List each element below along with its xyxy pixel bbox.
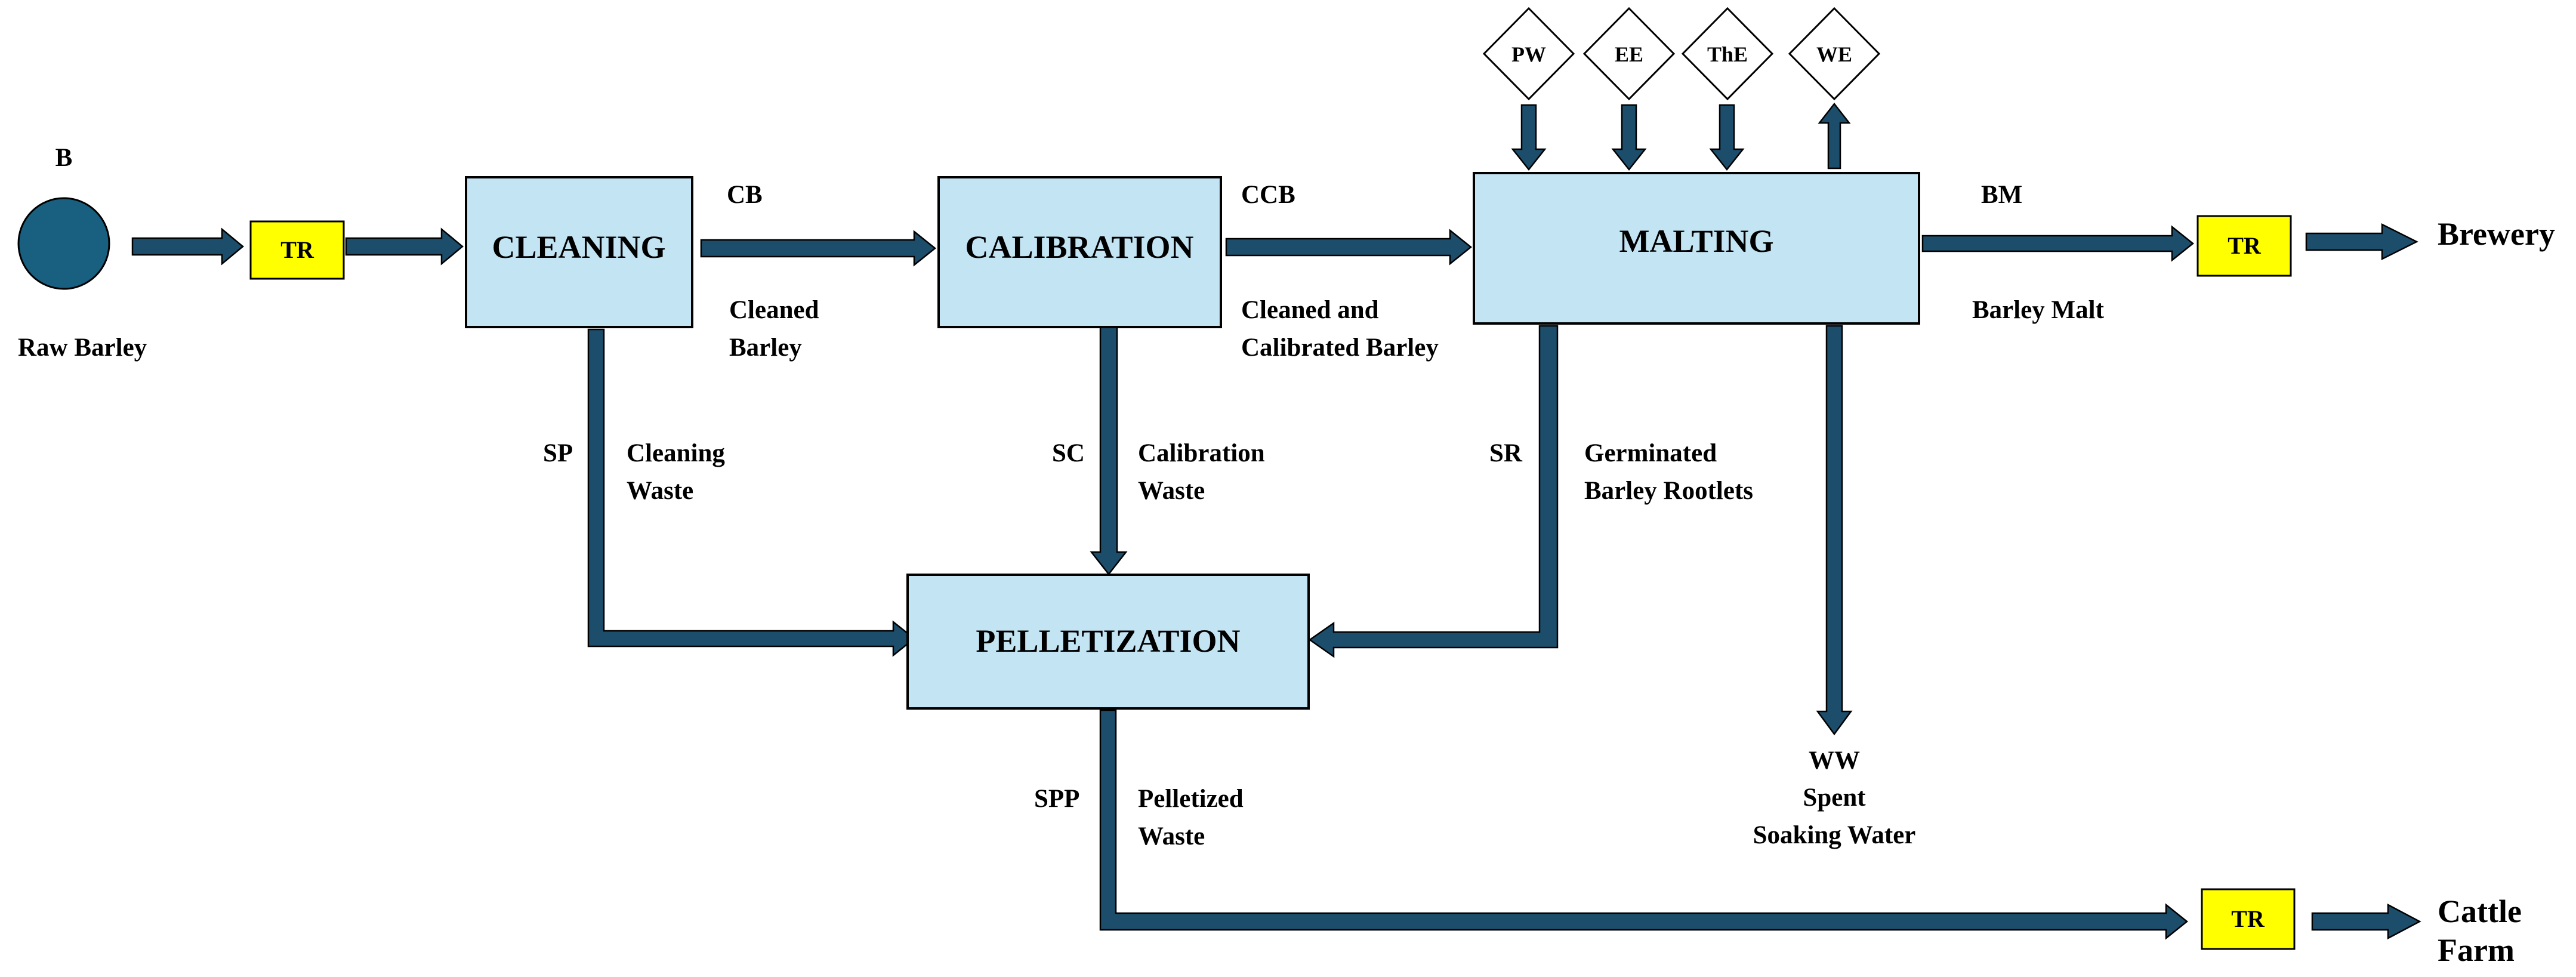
arrow-the-input	[1709, 104, 1745, 171]
destination-brewery: Brewery	[2438, 216, 2555, 252]
stream-sp-line2: Waste	[627, 477, 693, 505]
arrow-spent-water	[1816, 325, 1853, 736]
transport-box-1	[249, 220, 345, 280]
process-calibration-label: CALIBRATION	[965, 229, 1193, 265]
energy-diamond-the	[1681, 7, 1774, 101]
energy-label-pw: PW	[1511, 42, 1546, 66]
arrow-pelletized-waste	[1099, 709, 2189, 940]
energy-label-the: ThE	[1707, 42, 1748, 66]
destination-cattle-farm-line2: Farm	[2438, 932, 2515, 968]
arrow-we-output	[1818, 102, 1851, 169]
stream-spp-line1: Pelletized	[1138, 785, 1244, 813]
energy-diamond-ee	[1582, 7, 1676, 101]
stream-spp-code: SPP	[1034, 785, 1079, 813]
arrow-rootlets	[1308, 325, 1559, 658]
stream-ccb-line1: Cleaned and	[1241, 296, 1379, 324]
energy-label-we: WE	[1816, 42, 1852, 66]
energy-label-ee: EE	[1615, 42, 1643, 66]
stream-sp-code: SP	[543, 439, 573, 467]
stream-sr-line2: Barley Rootlets	[1584, 477, 1753, 505]
stream-sp-line1: Cleaning	[627, 439, 725, 467]
transport-label-3: TR	[2231, 905, 2265, 932]
arrow-calibration-waste	[1090, 326, 1128, 576]
stream-sr-line1: Germinated	[1584, 439, 1717, 467]
arrow-cleaning-waste	[587, 328, 916, 657]
stream-sr-code: SR	[1489, 439, 1523, 467]
stream-ww-code: WW	[1809, 747, 1860, 775]
energy-diamond-pw	[1482, 7, 1575, 101]
stream-ww-line2: Soaking Water	[1753, 821, 1916, 849]
arrow-cleaning-to-calibration	[700, 230, 937, 267]
stream-cb-code: CB	[727, 181, 763, 209]
arrow-source-to-transport	[131, 227, 244, 266]
process-malting-label: MALTING	[1619, 223, 1773, 259]
process-calibration	[937, 176, 1222, 328]
process-malting	[1473, 172, 1920, 325]
transport-box-3	[2201, 888, 2296, 950]
process-pelletization	[906, 574, 1310, 710]
arrow-pw-input	[1511, 104, 1547, 171]
transport-label-1: TR	[280, 236, 314, 263]
process-pelletization-label: PELLETIZATION	[976, 623, 1240, 659]
arrow-malting-to-transport	[1921, 225, 2195, 262]
stream-spp-line2: Waste	[1138, 822, 1205, 850]
energy-diamond-we	[1788, 7, 1881, 101]
stream-cb-line2: Barley	[729, 334, 802, 362]
stream-bm-line1: Barley Malt	[1972, 296, 2105, 324]
source-label: Raw Barley	[18, 334, 147, 362]
transport-box-2	[2196, 215, 2292, 277]
arrow-calibration-to-malting	[1225, 229, 1473, 266]
stream-ww-line1: Spent	[1803, 784, 1866, 812]
stream-sc-line1: Calibration	[1138, 439, 1265, 467]
arrow-transport-to-cattle-farm	[2311, 903, 2421, 940]
destination-cattle-farm-line1: Cattle	[2438, 893, 2522, 929]
arrow-transport-to-brewery	[2305, 223, 2418, 261]
process-cleaning	[465, 176, 693, 328]
stream-sc-code: SC	[1052, 439, 1085, 467]
arrow-transport-to-cleaning	[345, 227, 464, 266]
stream-bm-code: BM	[1981, 181, 2022, 209]
source-code: B	[55, 144, 73, 172]
transport-label-2: TR	[2228, 232, 2262, 259]
flow-arrows	[131, 102, 2421, 940]
stream-ccb-code: CCB	[1241, 181, 1295, 209]
stream-sc-line2: Waste	[1138, 477, 1205, 505]
stream-cb-line1: Cleaned	[729, 296, 819, 324]
process-cleaning-label: CLEANING	[492, 229, 665, 265]
arrow-ee-input	[1611, 104, 1647, 171]
raw-barley-source	[17, 197, 110, 290]
stream-ccb-line2: Calibrated Barley	[1241, 334, 1439, 362]
